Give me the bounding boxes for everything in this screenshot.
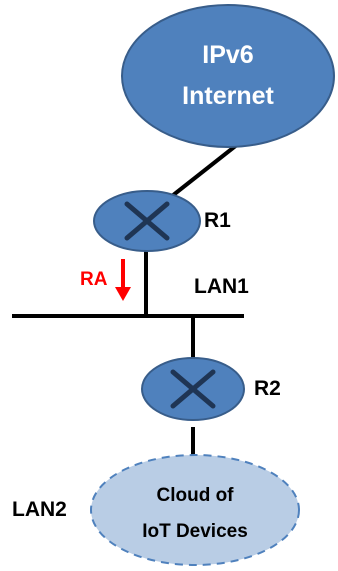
- internet-label-line1: IPv6: [202, 41, 253, 69]
- router-r2: [141, 357, 245, 421]
- internet-node: IPv6 Internet: [121, 4, 335, 148]
- iot-cloud-node: Cloud of IoT Devices: [90, 454, 300, 566]
- ra-label: RA: [80, 269, 108, 290]
- cloud-label-line1: Cloud of: [156, 485, 234, 506]
- router-r1: [93, 190, 201, 252]
- r2-label: R2: [254, 377, 281, 400]
- cloud-label-line2: IoT Devices: [142, 521, 248, 542]
- ra-arrow-head: [115, 287, 131, 301]
- router-r2-x-icon-stroke: [170, 369, 216, 409]
- r1-label: R1: [204, 209, 231, 232]
- lan2-label: LAN2: [12, 498, 67, 521]
- lan1-label: LAN1: [194, 275, 249, 298]
- internet-label-line2: Internet: [182, 82, 274, 110]
- link-internet-r1: [170, 142, 240, 198]
- router-r1-x-icon-stroke: [124, 201, 170, 241]
